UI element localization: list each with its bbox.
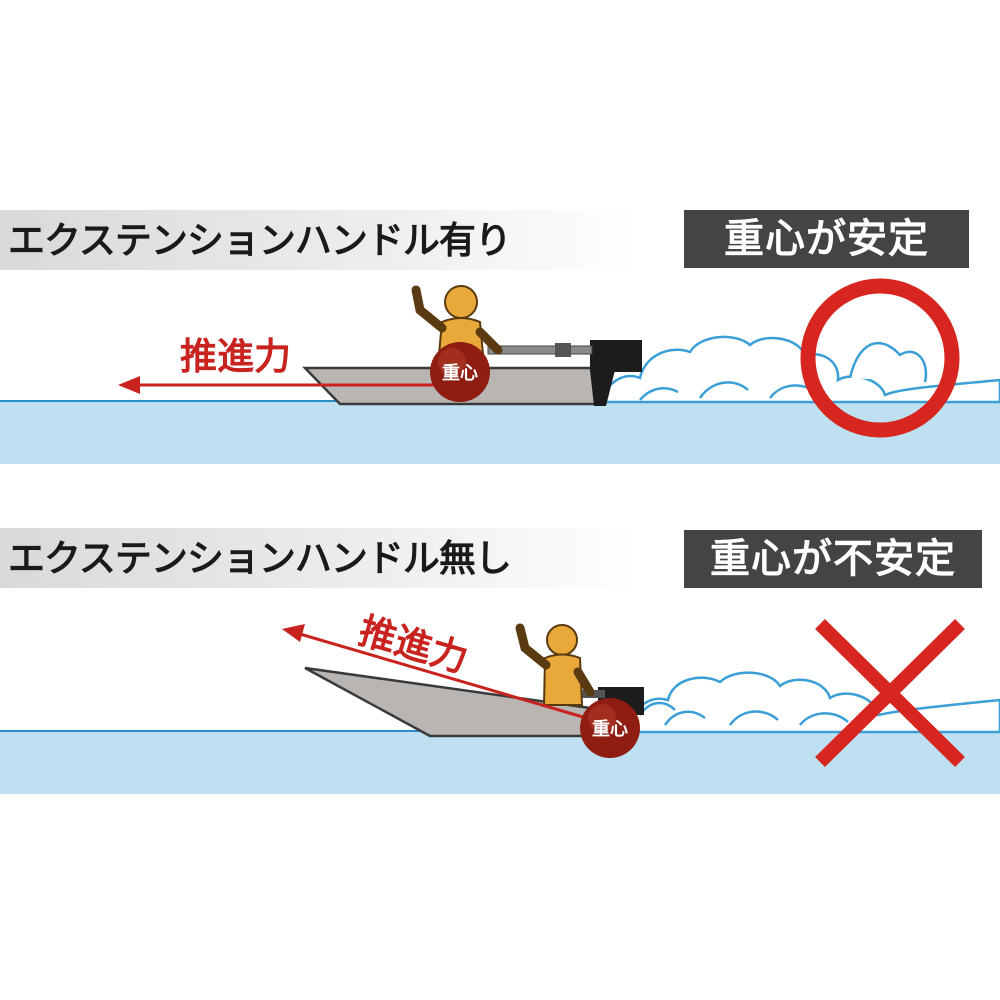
top-cog-label: 重心 [442,362,478,384]
top-extension-handle [487,345,593,355]
bottom-panel: エクステンションハンドル無し 重心が不安定 [0,500,1000,1000]
top-verdict-badge: 重心が安定 [684,210,969,268]
top-circle-icon [800,278,960,438]
top-headline: エクステンションハンドル有り [8,219,512,262]
top-headline-bar [0,210,640,270]
bottom-verdict-badge: 重心が不安定 [684,530,982,588]
bottom-cog-marker: 重心 [580,698,640,758]
top-cog-marker: 重心 [430,342,490,402]
bottom-cross-icon [815,619,965,767]
bottom-scene: 重心 [282,619,1000,767]
top-motor-head [590,340,642,372]
bottom-wake [628,671,1000,734]
top-scene: 重心 [118,278,1000,438]
bottom-force-arrow [299,632,601,724]
top-panel: エクステンションハンドル有り 重心が安定 [0,210,1000,464]
bottom-headline: エクステンションハンドル無し [8,537,512,580]
top-motor-shaft [590,370,615,406]
bottom-headline-bar [0,528,640,588]
top-wake [598,335,1000,404]
top-force-label: 推進力 [180,335,291,378]
bottom-cog-label: 重心 [592,718,628,740]
bottom-person-icon [515,623,595,706]
